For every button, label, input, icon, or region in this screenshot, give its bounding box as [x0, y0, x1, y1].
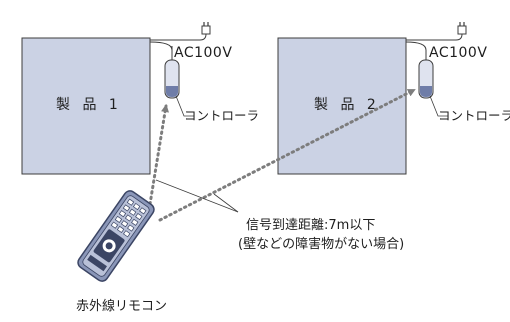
- remote-label: 赤外線リモコン: [76, 299, 168, 314]
- product-1-plug-icon: [201, 22, 211, 35]
- product-1: [21, 22, 211, 175]
- product-2-power-cord: [406, 33, 463, 41]
- product-1-controller-leader: [175, 95, 194, 117]
- product-2-plug-icon: [457, 22, 467, 35]
- range-leader-2: [213, 193, 239, 213]
- remote-control-icon: [77, 190, 155, 282]
- product-1-label: 製 品 1: [56, 97, 122, 113]
- range-leader-1: [155, 179, 239, 213]
- product-2-label: 製 品 2: [314, 97, 380, 113]
- range-label-line2: (壁などの障害物がない場合): [238, 237, 405, 252]
- ir-signal-to-product-1: [148, 104, 169, 206]
- product-2-controller-icon: [418, 59, 434, 99]
- product-2-controller-leader: [429, 95, 448, 117]
- product-2-controller-label: コントローラ: [438, 108, 510, 123]
- product-1-controller-icon: [164, 59, 180, 99]
- product-1-controller-label: コントローラ: [184, 108, 260, 123]
- product-2-ac-label: AC100V: [429, 45, 488, 61]
- range-label-line1: 信号到達距離:7m以下: [246, 218, 376, 233]
- product-1-ac-label: AC100V: [174, 45, 233, 61]
- product-1-box: [21, 37, 151, 175]
- product-1-power-cord: [150, 33, 207, 41]
- ir-signal-to-product-2: [158, 88, 416, 222]
